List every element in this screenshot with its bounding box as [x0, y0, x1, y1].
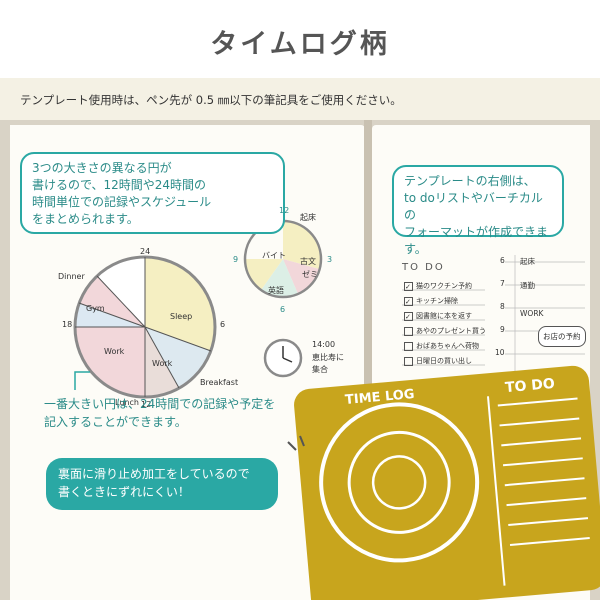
checkbox-icon [404, 326, 413, 336]
callout-largest-circle: 一番大きい円は、24時間での記録や予定を 記入することができます。 [44, 395, 275, 431]
bubble-line: フォーマットが作成できます。 [404, 225, 549, 256]
vertical-time: 7 [500, 279, 505, 288]
checkbox-icon: ✓ [404, 311, 413, 321]
template-plate [294, 365, 600, 600]
vertical-time: 8 [500, 302, 505, 311]
mid-label-baito: バイト [262, 251, 286, 260]
todo-item: ✓図書館に本を返す [404, 311, 472, 321]
small-clock-note-1: 恵比寿に [312, 353, 344, 362]
template-circle-large [319, 402, 480, 563]
callout-line-1: 一番大きい円は、24時間での記録や予定を [44, 397, 276, 411]
title-band [0, 0, 600, 78]
speech-bubble-right-side: テンプレートの右側は、 to doリストやバーチカルの フォーマットが作成できま… [392, 165, 564, 256]
mid-clock-hour-12: 12 [279, 206, 290, 215]
bubble-line: 3つの大きさの異なる円が [32, 161, 172, 175]
todo-item: ✓猫のワクチン予約 [404, 281, 472, 291]
segment-lunch: Lunch [115, 398, 139, 407]
big-clock-hour-6: 6 [220, 320, 226, 329]
mid-label-kobun: 古文 [300, 257, 316, 266]
todo-item: あやのプレゼント買う [404, 326, 486, 336]
small-clock-time: 14:00 [312, 340, 336, 349]
non-slip-feature-pill: 裏面に滑り止め加工をしているので 書くときにずれにくい！ [46, 458, 278, 510]
mid-clock-hour-9: 9 [233, 255, 239, 264]
bubble-line: をまとめられます。 [32, 212, 139, 226]
big-clock-hour-18: 18 [62, 320, 73, 329]
speech-bubble-clock-sizes: 3つの大きさの異なる円が 書けるので、12時間や24時間の 時間単位での記録やス… [20, 152, 285, 234]
pill-line-2: 書くときにずれにくい！ [58, 485, 190, 499]
usage-notice: テンプレート使用時は、ペン先が 0.5 ㎜以下の筆記具をご使用ください。 [20, 93, 402, 107]
bubble-line: to doリストやバーチカルの [404, 191, 543, 222]
mid-label-eigo: 英語 [268, 286, 284, 295]
pill-line-1: 裏面に滑り止め加工をしているので [58, 467, 250, 481]
segment-work-1: Work [104, 347, 125, 356]
bubble-line: 時間単位での記録やスケジュール [32, 195, 212, 209]
segment-sleep: Sleep [170, 312, 193, 321]
callout-line-2: 記入することができます。 [44, 415, 187, 429]
vertical-note-wakeup: 起床 [520, 257, 535, 266]
big-clock [73, 255, 217, 399]
small-clock-note-2: 集合 [312, 365, 328, 374]
checkbox-icon [404, 341, 413, 351]
big-clock-hour-24: 24 [140, 247, 151, 256]
mid-label-wakeup: 起床 [300, 213, 316, 222]
todo-lines [402, 289, 485, 366]
mid-label-zemi: ゼミ [302, 270, 318, 279]
checkbox-icon: ✓ [404, 296, 413, 306]
segment-breakfast: Breakfast [200, 378, 239, 387]
todo-heading: TO DO [402, 262, 445, 273]
vertical-note-commute: 通勤 [520, 281, 535, 290]
mid-clock-hour-3: 3 [327, 255, 333, 264]
template-circle-mid [347, 430, 451, 534]
vertical-time: 10 [495, 348, 505, 357]
callout-line [74, 371, 90, 390]
template-circle-small [371, 455, 427, 510]
sticky-reservation: お店の予約 [538, 326, 586, 347]
vertical-note-work: WORK [520, 309, 544, 318]
checkbox-icon [404, 356, 413, 366]
notebook-spine [364, 120, 372, 600]
bubble-line: 書けるので、12時間や24時間の [32, 178, 207, 192]
segment-gym: Gym [86, 304, 105, 313]
page-title: タイムログ柄 [210, 29, 390, 60]
small-clock [263, 338, 303, 378]
vertical-time: 9 [500, 325, 505, 334]
bubble-line: テンプレートの右側は、 [404, 174, 536, 188]
vertical-time: 6 [500, 256, 505, 265]
segment-work-2: Work [152, 359, 173, 368]
todo-item: おばあちゃんへ荷物 [404, 341, 479, 351]
todo-item: ✓キッチン掃除 [404, 296, 458, 306]
sparkle-lines [287, 435, 305, 451]
mid-clock [243, 219, 323, 299]
todo-item: 日曜日の買い出し [404, 356, 472, 366]
checkbox-icon: ✓ [404, 281, 413, 291]
big-clock-hour-12: 12 [141, 400, 152, 409]
mid-clock-hour-6: 6 [280, 305, 286, 314]
segment-dinner: Dinner [58, 272, 85, 281]
